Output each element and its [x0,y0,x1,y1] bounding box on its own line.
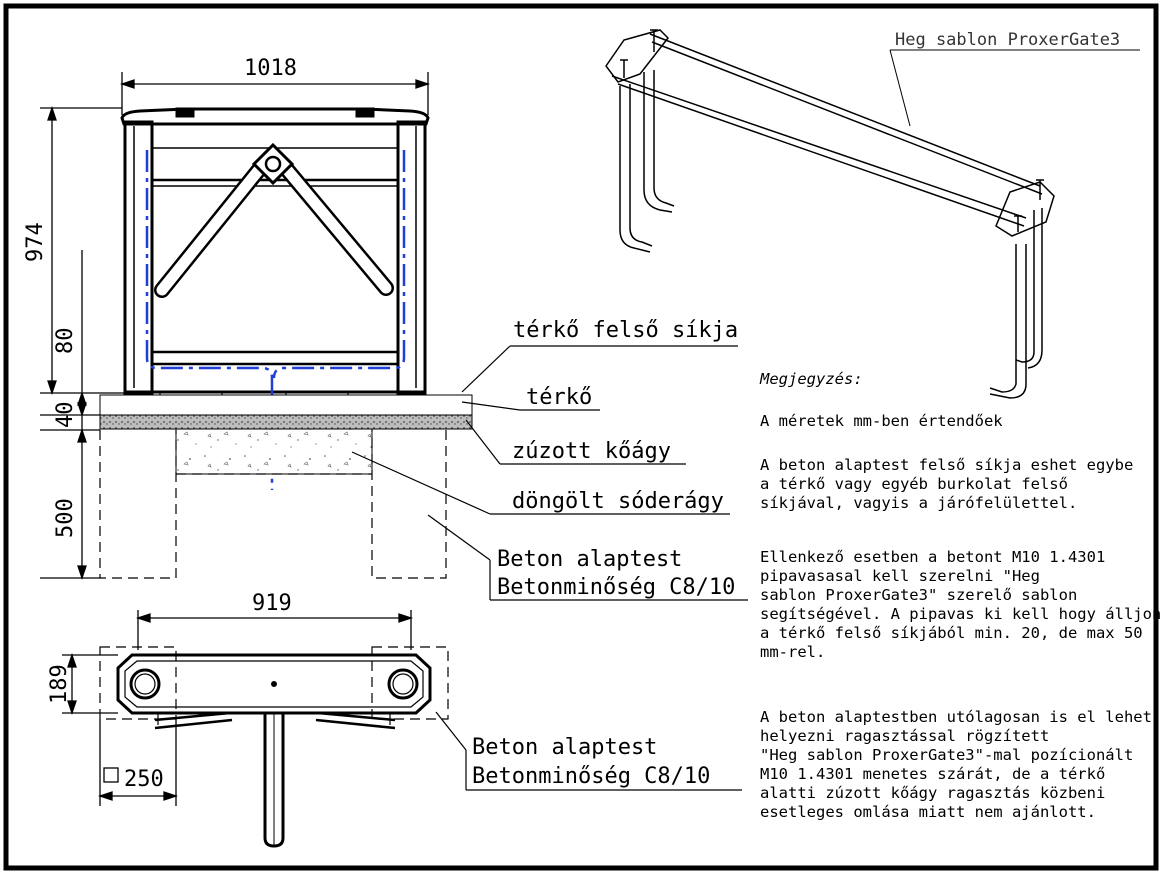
top-leader [435,711,742,791]
notes-body: A méretek mm-ben értendőek A beton alapte… [760,412,1161,821]
notes-line: mm-rel. [760,643,825,661]
notes-line: A méretek mm-ben értendőek [760,412,1003,430]
dim-height-40: 40 [53,402,78,429]
notes-title: Megjegyzés: [759,370,863,388]
template-dashed-outline [145,150,406,490]
turnstile-side-view [120,107,430,413]
ground-layers [99,394,473,579]
dim-height-total: 974 [23,222,48,262]
dim-height-80: 80 [53,328,78,355]
notes-line: A beton alaptest felső síkja eshet egybe [760,456,1133,474]
label-paving: térkő [526,385,592,410]
label-foundation-top-2: Betonminőség C8/10 [472,764,710,789]
label-paving-top: térkő felső síkja [513,318,738,343]
dim-height-500: 500 [53,498,78,538]
turnstile-top-view [99,646,449,848]
notes-line: a térkő vagy egyéb burkolat felső [760,475,1068,493]
notes-line: M10 1.4301 menetes szárát, de a térkő [760,765,1105,783]
notes-line: esetleges omlása miatt nem ajánlott. [760,803,1096,821]
dim-square-250: 250 [124,767,164,792]
dim-width-base: 919 [252,591,292,616]
leader-lines [351,345,748,601]
square-symbol [103,767,119,783]
notes-line: pipavasasal kell szerelni "Heg [760,567,1040,585]
notes-line: a térkő felső síkjából min. 20, de max 5… [760,624,1143,642]
top-dimensions [62,610,414,806]
template-isometric [605,29,1140,399]
dim-height-189: 189 [47,664,72,704]
drawing-frame [3,3,1159,871]
notes-line: alatti zúzott kőágy ragasztás közbeni [760,784,1105,802]
label-template-ref: Heg sablon ProxerGate3 [895,30,1120,50]
notes-line: segítségével. A pipavas ki kell hogy áll… [760,605,1161,623]
label-foundation-side-1: Beton alaptest [497,547,682,572]
notes-line: Ellenkező esetben a betont M10 1.4301 [760,548,1105,566]
label-foundation-side-2: Betonminőség C8/10 [497,575,735,600]
label-foundation-top-1: Beton alaptest [472,735,657,760]
label-gravel: döngölt sóderágy [512,489,724,514]
label-crushed-stone: zúzott kőágy [512,439,671,464]
notes-line: helyezni ragasztással rögzített [760,727,1049,745]
dim-width-top: 1018 [244,56,297,81]
notes-line: A beton alaptestben utólagosan is el leh… [760,708,1152,726]
notes-line: sablon ProxerGate3" szerelő sablon [760,586,1077,604]
notes-line: síkjával, vagyis a járófelülettel. [760,494,1077,512]
notes-line: "Heg sablon ProxerGate3"-mal pozícionált [760,746,1133,764]
side-dimensions [40,72,431,581]
